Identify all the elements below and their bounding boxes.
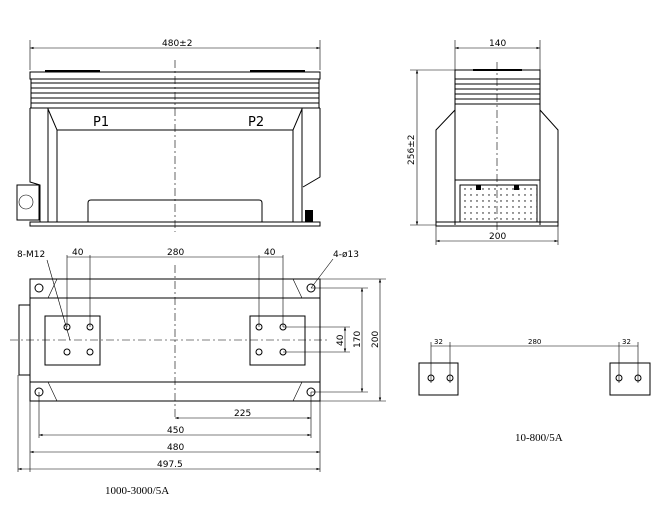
- bottom-dim: 200: [489, 232, 506, 242]
- plan-view: 40 280 40 8-M12 4-ø13 40 170 200 225 450…: [10, 248, 386, 497]
- dim-32-right: 32: [622, 338, 631, 346]
- dim-280: 280: [167, 248, 184, 258]
- height-dim: 256±2: [407, 135, 417, 165]
- side-view: 140 256±2 200: [407, 39, 559, 245]
- dim-280-small: 280: [528, 338, 541, 346]
- dim-497-5: 497.5: [157, 460, 183, 470]
- front-view: 480±2 P1 P2: [16, 39, 321, 232]
- dim-480: 480: [167, 443, 184, 453]
- bolt-label: 8-M12: [17, 250, 45, 260]
- dim-200: 200: [371, 331, 381, 348]
- dim-40-v: 40: [336, 334, 346, 346]
- width-dim: 480±2: [162, 39, 192, 49]
- small-terminal-view: 32 280 32 10-800/5A: [418, 338, 651, 444]
- dim-170: 170: [353, 331, 363, 348]
- dim-32-left: 32: [434, 338, 443, 346]
- dim-40-left: 40: [72, 248, 84, 258]
- dim-225: 225: [234, 409, 251, 419]
- small-caption: 10-800/5A: [515, 432, 563, 444]
- top-dim: 140: [489, 39, 506, 49]
- hole-label: 4-ø13: [333, 250, 359, 260]
- dim-450: 450: [167, 426, 184, 436]
- dim-40-right: 40: [264, 248, 276, 258]
- p1-label: P1: [93, 115, 109, 130]
- plan-caption: 1000-3000/5A: [105, 485, 169, 497]
- p2-label: P2: [248, 115, 264, 130]
